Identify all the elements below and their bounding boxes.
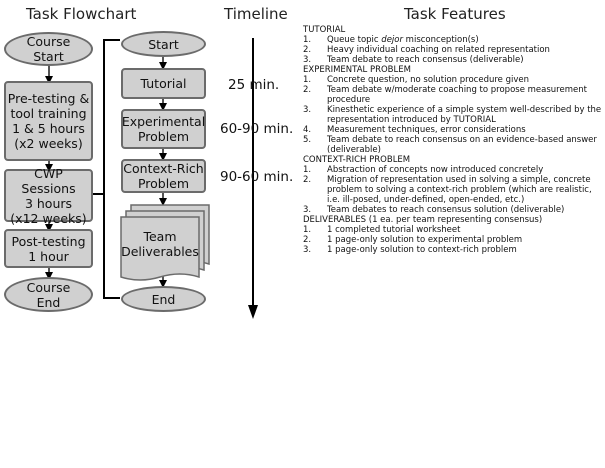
- item-text: 1 page-only solution to context-rich pro…: [327, 245, 517, 255]
- item-text: misconception(s): [402, 35, 479, 45]
- list-item: 1. Abstraction of concepts now introduced…: [303, 165, 603, 175]
- item-number: 1.: [303, 165, 312, 175]
- timeline-label-tutorial: 25 min.: [228, 77, 280, 93]
- item-number: 2.: [303, 85, 312, 95]
- list-item: 3. Team debates to reach consensus soluti…: [303, 205, 603, 215]
- item-text: Heavy individual coaching on related rep…: [327, 45, 550, 55]
- item-text: Team debate w/moderate coaching to propo…: [327, 85, 587, 105]
- tutorial-node: Tutorial: [121, 68, 206, 99]
- item-number: 1.: [303, 225, 312, 235]
- item-text: 1 page-only solution to experimental pro…: [327, 235, 523, 245]
- item-number: 3.: [303, 245, 312, 255]
- list-item: 1. 1 completed tutorial worksheet: [303, 225, 603, 235]
- section-title: CONTEXT-RICH PROBLEM: [303, 155, 411, 165]
- item-number: 2.: [303, 235, 312, 245]
- list-item: 5. Team debate to reach consensus on an e…: [303, 135, 603, 155]
- item-text: Measurement techniques, error considerat…: [327, 125, 526, 135]
- item-text: Abstraction of concepts now introduced c…: [327, 165, 544, 175]
- item-number: 3.: [303, 105, 312, 115]
- task-start-node: Start: [121, 31, 206, 57]
- timeline-label-experimental: 60-90 min.: [220, 121, 294, 137]
- feature-section-experimental: EXPERIMENTAL PROBLEM 1. Concrete question…: [303, 65, 603, 155]
- list-item: 2. Migration of representation used in so…: [303, 175, 603, 205]
- context-rich-problem-node: Context-Rich Problem: [121, 159, 206, 193]
- item-number: 2.: [303, 45, 312, 55]
- item-text: 1 completed tutorial worksheet: [327, 225, 461, 235]
- post-testing-node: Post-testing 1 hour: [4, 229, 93, 268]
- item-number: 3.: [303, 205, 312, 215]
- feature-section-deliverables: DELIVERABLES (1 ea. per team representin…: [303, 215, 603, 255]
- task-end-node: End: [121, 286, 206, 312]
- item-text: Concrete question, no solution procedure…: [327, 75, 530, 85]
- list-item: 2. 1 page-only solution to experimental p…: [303, 235, 603, 245]
- bracket: [103, 39, 120, 299]
- item-number: 1.: [303, 75, 312, 85]
- item-text: Queue topic: [327, 35, 382, 45]
- course-end-node: Course End: [4, 277, 93, 312]
- pretesting-node: Pre-testing & tool training 1 & 5 hours …: [4, 81, 93, 161]
- feature-section-context-rich: CONTEXT-RICH PROBLEM 1. Abstraction of co…: [303, 155, 603, 215]
- section-title: DELIVERABLES (1 ea. per team representin…: [303, 215, 543, 225]
- section-title: TUTORIAL: [303, 25, 346, 35]
- item-number: 5.: [303, 135, 312, 145]
- item-text: Team debates to reach consensus solution…: [327, 205, 565, 215]
- team-deliverables-node: Team Deliverables: [121, 229, 199, 259]
- course-start-node: Course Start: [4, 32, 93, 66]
- list-item: 3. Kinesthetic experience of a simple sys…: [303, 105, 603, 125]
- section-title: EXPERIMENTAL PROBLEM: [303, 65, 411, 75]
- flowchart-heading: Task Flowchart: [26, 5, 137, 23]
- feature-section-tutorial: TUTORIAL 1. Queue topic dejor misconcepti…: [303, 25, 603, 65]
- list-item: 4. Measurement techniques, error consider…: [303, 125, 603, 135]
- timeline-heading: Timeline: [224, 5, 288, 23]
- item-text: Team debate to reach consensus (delivera…: [327, 55, 524, 65]
- list-item: 2. Heavy individual coaching on related r…: [303, 45, 603, 55]
- item-text: Team debate to reach consensus on an evi…: [327, 135, 597, 155]
- item-number: 3.: [303, 55, 312, 65]
- experimental-problem-node: Experimental Problem: [121, 109, 206, 149]
- list-item: 3. Team debate to reach consensus (delive…: [303, 55, 603, 65]
- item-number: 2.: [303, 175, 312, 185]
- features-heading: Task Features: [404, 5, 506, 23]
- list-item: 3. 1 page-only solution to context-rich p…: [303, 245, 603, 255]
- timeline-label-context-rich: 90-60 min.: [220, 169, 294, 185]
- item-text: Migration of representation used in solv…: [327, 175, 592, 205]
- item-text-italic: dejor: [381, 35, 403, 45]
- item-text: Kinesthetic experience of a simple syste…: [327, 105, 602, 125]
- documents-shape: [120, 204, 210, 281]
- item-number: 4.: [303, 125, 312, 135]
- list-item: 1. Concrete question, no solution procedu…: [303, 75, 603, 85]
- task-features-list: TUTORIAL 1. Queue topic dejor misconcepti…: [303, 25, 603, 255]
- cwp-sessions-node: CWP Sessions 3 hours (x12 weeks): [4, 166, 93, 226]
- item-number: 1.: [303, 35, 312, 45]
- list-item: 1. Queue topic dejor misconception(s): [303, 35, 603, 45]
- list-item: 2. Team debate w/moderate coaching to pro…: [303, 85, 603, 105]
